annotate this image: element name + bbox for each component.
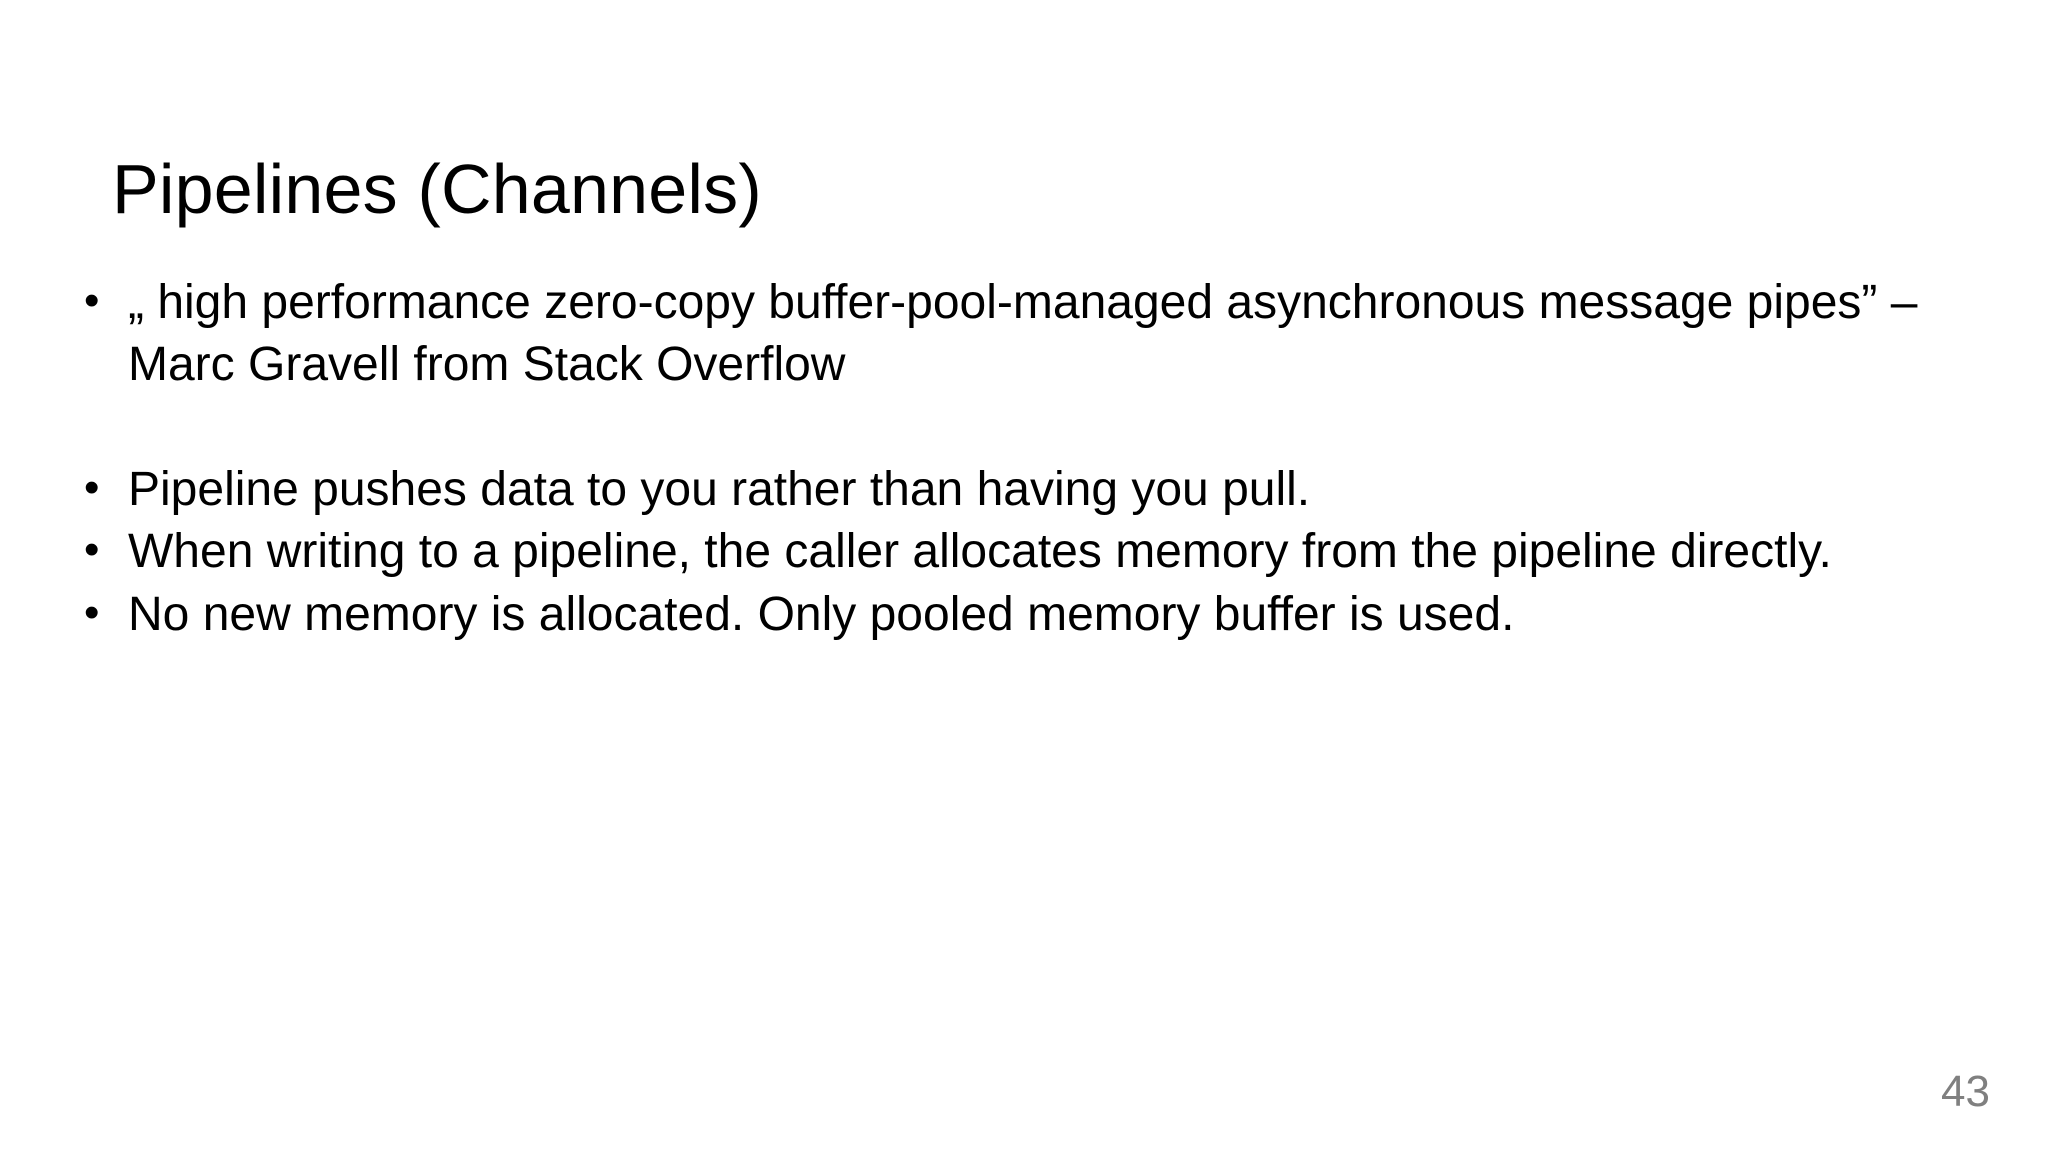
slide-number: 43 [1941, 1067, 1990, 1116]
bullet-dot-icon: • [84, 587, 100, 637]
list-item: • „ high performance zero-copy buffer-po… [84, 272, 2014, 397]
list-item-label: „ high performance zero-copy buffer-pool… [128, 276, 1918, 392]
page-title: Pipelines (Channels) [112, 149, 762, 228]
bullet-dot-icon: • [84, 276, 100, 325]
list-item-label: No new memory is allocated. Only pooled … [128, 587, 1515, 641]
list-item-label: Pipeline pushes data to you rather than … [128, 462, 1311, 516]
list-item: • No new memory is allocated. Only poole… [84, 584, 2014, 646]
list-item: • When writing to a pipeline, the caller… [84, 521, 2014, 583]
list-spacer [84, 397, 2014, 459]
list-item-label: When writing to a pipeline, the caller a… [128, 525, 1832, 579]
list-item: • Pipeline pushes data to you rather tha… [84, 459, 2014, 521]
bullet-dot-icon: • [84, 462, 100, 512]
bullet-dot-icon: • [84, 525, 100, 575]
bullet-list: • „ high performance zero-copy buffer-po… [84, 272, 2014, 646]
